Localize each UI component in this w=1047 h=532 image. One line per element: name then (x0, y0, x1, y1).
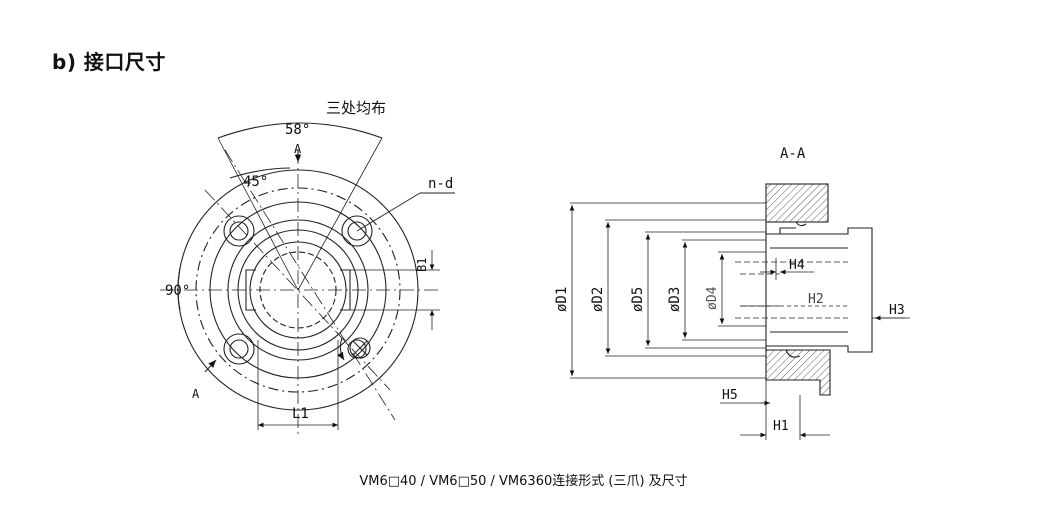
section-heading: b) 接口尺寸 (52, 50, 166, 74)
keyway (340, 269, 351, 311)
d2-label: øD2 (590, 287, 606, 312)
equal-distribution-note: 三处均布 (326, 99, 386, 117)
bolt-hole (229, 339, 249, 359)
section-mark-bottom: A (192, 387, 200, 401)
section-title: A-A (780, 146, 806, 162)
figure-caption: VM6□40 / VM6□50 / VM6360连接形式 (三爪) 及尺寸 (359, 474, 688, 489)
hole-spec-label: n-d (428, 176, 453, 192)
angle-90-label: 90° (165, 283, 190, 299)
bolt-holes (223, 215, 373, 365)
l1-dimension-label: L1 (292, 406, 309, 422)
flange-top-hatch (765, 183, 829, 223)
center-lines (160, 149, 440, 435)
h5-label: H5 (722, 388, 738, 403)
angle-58-arc (217, 122, 383, 139)
d5-label: øD5 (630, 287, 646, 312)
front-view (160, 122, 455, 435)
section-view (569, 183, 910, 440)
angle-58-label: 58° (285, 122, 310, 138)
bolt-boss (223, 333, 255, 365)
h2-label: H2 (808, 292, 824, 307)
section-mark-top: A (294, 142, 302, 156)
b1-dimension-label: B1 (415, 258, 429, 272)
d3-label: øD3 (667, 287, 683, 312)
h1-label: H1 (773, 419, 789, 434)
d1-label: øD1 (554, 287, 570, 312)
angle-90-arc (177, 267, 181, 311)
rotation-symbol (349, 337, 371, 359)
bolt-hole (347, 221, 367, 241)
angle-45-arc (229, 167, 291, 179)
h4-label: H4 (789, 258, 805, 273)
d4-label: øD4 (705, 286, 720, 310)
bolt-hole (229, 221, 249, 241)
angle-45-label: 45° (243, 174, 268, 190)
bolt-boss (341, 215, 373, 247)
bolt-boss (223, 215, 255, 247)
h3-label: H3 (889, 303, 905, 318)
